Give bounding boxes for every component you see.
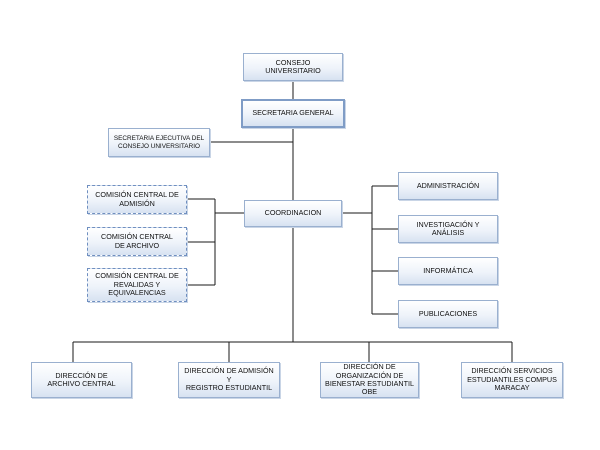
direccion-admision-registro-box: DIRECCIÓN DE ADMISIÓN Y REGISTRO ESTUDIA… (178, 362, 280, 398)
consejo-universitario-box: CONSEJO UNIVERSITARIO (243, 53, 343, 81)
administracion-box: ADMINISTRACIÓN (398, 172, 498, 200)
direccion-archivo-central-box: DIRECCIÓN DE ARCHIVO CENTRAL (31, 362, 132, 398)
informatica-box: INFORMÁTICA (398, 257, 498, 285)
comision-admision-box: COMISIÓN CENTRAL DE ADMISIÓN (87, 185, 187, 214)
coordinacion-box: COORDINACION (244, 200, 342, 227)
secretaria-ejecutiva-box: SECRETARIA EJECUTIVA DEL CONSEJO UNIVERS… (108, 128, 210, 157)
publicaciones-box: PUBLICACIONES (398, 300, 498, 328)
direccion-bienestar-box: DIRECCIÓN DE ORGANIZACIÓN DE BIENESTAR E… (320, 362, 419, 398)
comision-archivo-box: COMISIÓN CENTRAL DE ARCHIVO (87, 227, 187, 256)
comision-revalidas-box: COMISIÓN CENTRAL DE REVALIDAS Y EQUIVALE… (87, 268, 187, 302)
direccion-servicios-maracay-box: DIRECCIÓN SERVICIOS ESTUDIANTILES COMPUS… (461, 362, 563, 398)
investigacion-box: INVESTIGACIÓN Y ANÁLISIS (398, 215, 498, 243)
secretaria-general-box: SECRETARIA GENERAL (241, 99, 345, 128)
